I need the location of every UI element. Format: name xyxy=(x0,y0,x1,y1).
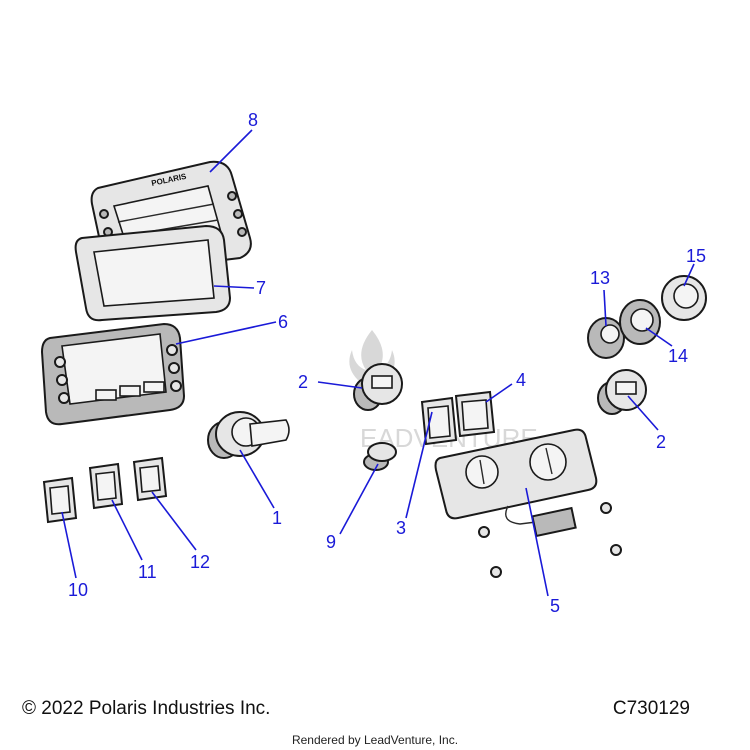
callout-2-upper: 2 xyxy=(298,372,308,392)
callouts: 8 7 6 2 1 9 3 4 5 2 13 14 15 10 11 12 xyxy=(68,110,706,616)
callout-11: 11 xyxy=(138,562,157,582)
ignition-switch-part xyxy=(207,411,290,459)
callout-8: 8 xyxy=(248,110,258,130)
callout-13: 13 xyxy=(590,268,610,288)
drawing-number: C730129 xyxy=(612,698,690,719)
callout-7: 7 xyxy=(256,278,266,298)
gauge-gasket-part xyxy=(74,224,232,322)
callout-9: 9 xyxy=(326,532,336,552)
callout-2-right: 2 xyxy=(656,432,666,452)
callout-5: 5 xyxy=(550,596,560,616)
callout-14: 14 xyxy=(668,346,688,366)
callout-3: 3 xyxy=(396,518,406,538)
copyright-notice: © 2022 Polaris Industries Inc. xyxy=(22,698,271,719)
power-outlet-part-15 xyxy=(661,275,707,321)
power-outlet-part-13 xyxy=(587,317,625,359)
plug-part xyxy=(363,442,397,471)
render-credit: Rendered by LeadVenture, Inc. xyxy=(291,733,459,747)
callout-12: 12 xyxy=(190,552,210,572)
callout-10: 10 xyxy=(68,580,88,600)
small-switch-part-12 xyxy=(132,456,168,502)
callout-4: 4 xyxy=(516,370,526,390)
round-switch-part-upper xyxy=(353,363,403,411)
rocker-switch-part-4 xyxy=(454,390,496,438)
small-switch-part-11 xyxy=(88,462,124,510)
power-outlet-part-14 xyxy=(619,299,661,345)
small-switch-part-10 xyxy=(42,476,78,524)
callout-15: 15 xyxy=(686,246,706,266)
callout-1: 1 xyxy=(272,508,282,528)
rocker-switch-part-3 xyxy=(420,396,458,446)
round-switch-part-right xyxy=(597,369,647,415)
heater-control-panel-part xyxy=(434,428,622,578)
gauge-cluster-part xyxy=(40,322,186,426)
callout-6: 6 xyxy=(278,312,288,332)
leader-lines xyxy=(61,129,695,597)
